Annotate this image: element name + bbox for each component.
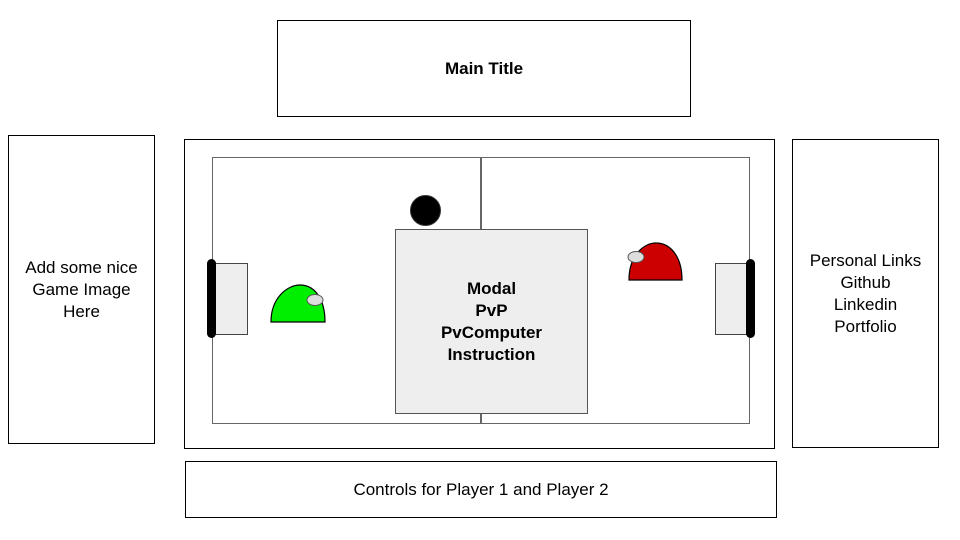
game-mode-modal[interactable]: Modal PvP PvComputer Instruction: [395, 229, 588, 414]
right-goal-post: [746, 259, 755, 338]
controls-text: Controls for Player 1 and Player 2: [353, 479, 609, 499]
main-title: Main Title: [277, 20, 691, 117]
pvcomputer-option[interactable]: PvComputer: [440, 322, 543, 342]
left-goal: [212, 263, 248, 335]
player-2-helmet-icon: [627, 242, 683, 281]
instruction-option[interactable]: Instruction: [447, 344, 536, 364]
pvp-option[interactable]: PvP: [475, 300, 508, 320]
ball-icon: [410, 195, 441, 226]
game-image-placeholder: Add some nice Game Image Here: [8, 135, 155, 444]
game-image-line-2: Game Image: [32, 279, 131, 299]
player-1-helmet-icon: [270, 284, 326, 323]
personal-links-heading: Personal Links: [809, 250, 922, 270]
main-title-text: Main Title: [444, 58, 524, 78]
github-link[interactable]: Github: [840, 272, 891, 292]
game-image-line-3: Here: [63, 301, 100, 321]
portfolio-link[interactable]: Portfolio: [834, 316, 897, 336]
modal-heading: Modal: [466, 278, 517, 298]
controls-panel: Controls for Player 1 and Player 2: [185, 461, 777, 518]
linkedin-link[interactable]: Linkedin: [833, 294, 898, 314]
personal-links-panel: Personal Links Github Linkedin Portfolio: [792, 139, 939, 448]
game-image-line-1: Add some nice: [25, 257, 138, 277]
right-goal: [715, 263, 751, 335]
left-goal-post: [207, 259, 216, 338]
